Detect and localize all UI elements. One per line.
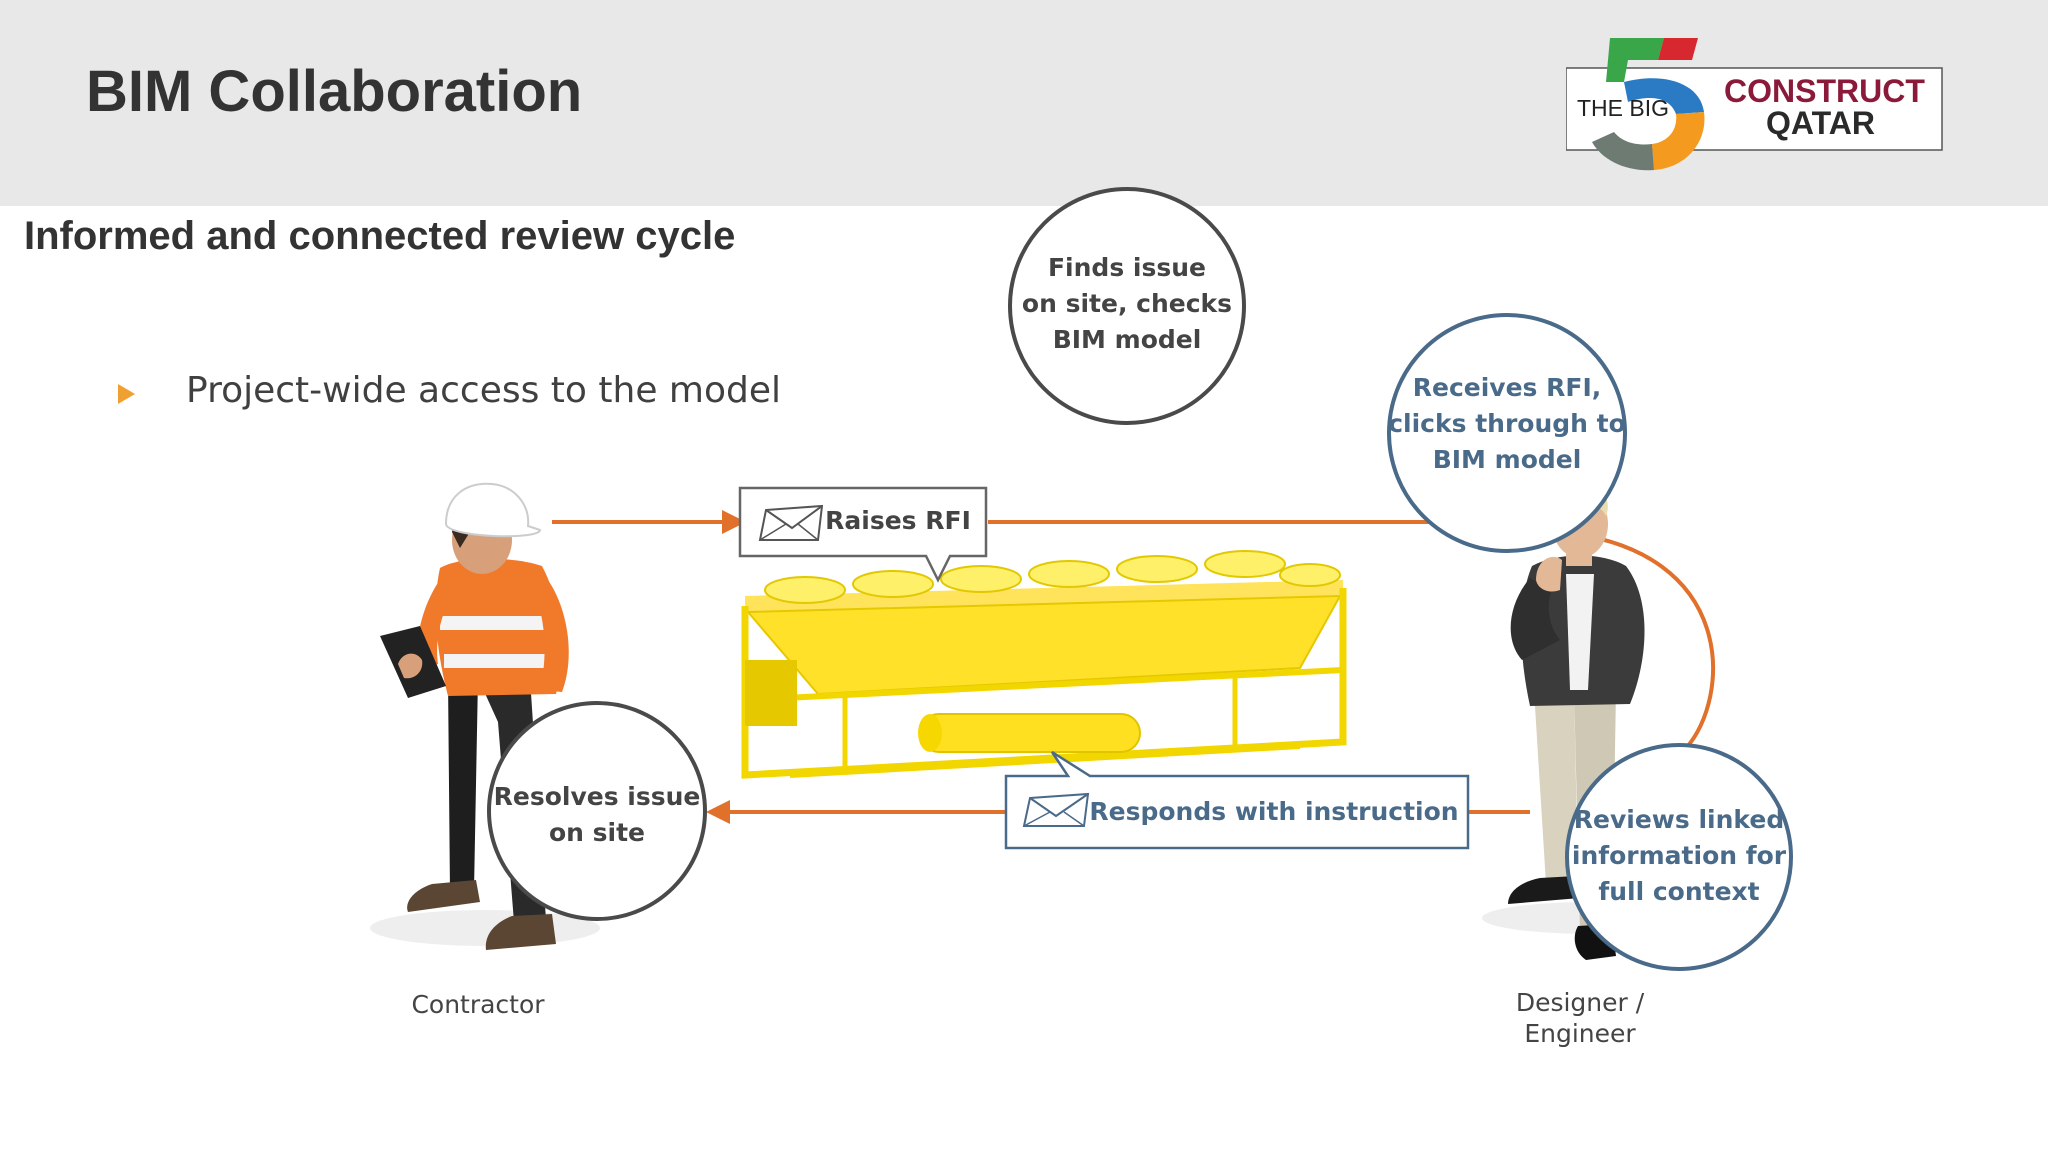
slide-title: BIM Collaboration (86, 59, 583, 124)
contractor-hand (398, 653, 423, 679)
bullet-triangle-icon (118, 384, 135, 404)
equipment-control-box (745, 660, 797, 726)
equipment-hopper (745, 594, 1342, 696)
bullet-item: Project-wide access to the model (186, 370, 782, 411)
contractor-caption: Contractor (411, 990, 545, 1019)
svg-text:information for: information for (1572, 841, 1787, 870)
logo-the-big: THE BIG (1577, 95, 1669, 121)
svg-text:Reviews linked: Reviews linked (1574, 805, 1784, 834)
yellow-equipment-model (741, 550, 1347, 779)
svg-text:on site, checks: on site, checks (1022, 289, 1232, 318)
designer-hand (1536, 556, 1562, 592)
reviews-info-node: Reviews linked information for full cont… (1565, 743, 1793, 971)
designer-shoe-left (1508, 876, 1580, 904)
logo-five-orange (1652, 112, 1705, 170)
designer-leg-left (1534, 690, 1578, 884)
equipment-frame-base (789, 743, 1301, 778)
contractor-boot-left (407, 880, 480, 912)
logo-five-green (1606, 38, 1664, 82)
svg-text:BIM model: BIM model (1433, 445, 1582, 474)
logo-five-blue (1624, 78, 1704, 114)
arrow-designer-to-review (1559, 530, 1716, 750)
responds-label: Responds with instruction (1089, 797, 1458, 826)
resolves-issue-node: Resolves issue on site (487, 701, 707, 921)
designer-shirt (1566, 574, 1594, 690)
contractor-vest-stripe2 (444, 654, 558, 668)
equipment-top (745, 580, 1343, 614)
designer-caption-line2: Engineer (1524, 1019, 1636, 1048)
envelope-icon (1022, 792, 1090, 827)
logo-five-grey (1592, 132, 1654, 171)
designer-arm (1510, 578, 1560, 660)
contractor-leg-left (448, 678, 478, 892)
contractor-arm-right (530, 570, 569, 692)
hard-hat-icon (444, 482, 542, 538)
svg-text:full context: full context (1598, 877, 1759, 906)
receives-rfi-node: Receives RFI, clicks through to BIM mode… (1387, 313, 1627, 553)
envelope-icon (758, 504, 824, 541)
slide-subtitle: Informed and connected review cycle (24, 214, 736, 258)
contractor-boot-right (485, 914, 556, 950)
svg-text:Receives RFI,: Receives RFI, (1413, 373, 1602, 402)
logo-construct: CONSTRUCT (1724, 73, 1925, 109)
contractor-vest-stripe1 (440, 616, 558, 630)
raises-rfi-label: Raises RFI (825, 506, 971, 535)
svg-text:Finds issue: Finds issue (1048, 253, 1206, 282)
raises-rfi-callout: Raises RFI (738, 486, 988, 583)
big5-construct-qatar-logo: THE BIG CONSTRUCT QATAR (1566, 38, 1943, 171)
svg-text:on site: on site (549, 818, 645, 847)
finds-issue-node: Finds issue on site, checks BIM model (1008, 187, 1246, 425)
svg-text:clicks through to: clicks through to (1388, 409, 1626, 438)
logo-five-red (1658, 38, 1698, 60)
equipment-fans (764, 550, 1341, 604)
responds-callout: Responds with instruction (1004, 750, 1470, 850)
equipment-pipe (919, 713, 1141, 753)
designer-caption-line1: Designer / (1516, 988, 1645, 1017)
svg-text:BIM model: BIM model (1053, 325, 1202, 354)
logo-qatar: QATAR (1766, 105, 1875, 141)
svg-text:Resolves issue: Resolves issue (494, 782, 701, 811)
responds-box (1004, 750, 1470, 850)
